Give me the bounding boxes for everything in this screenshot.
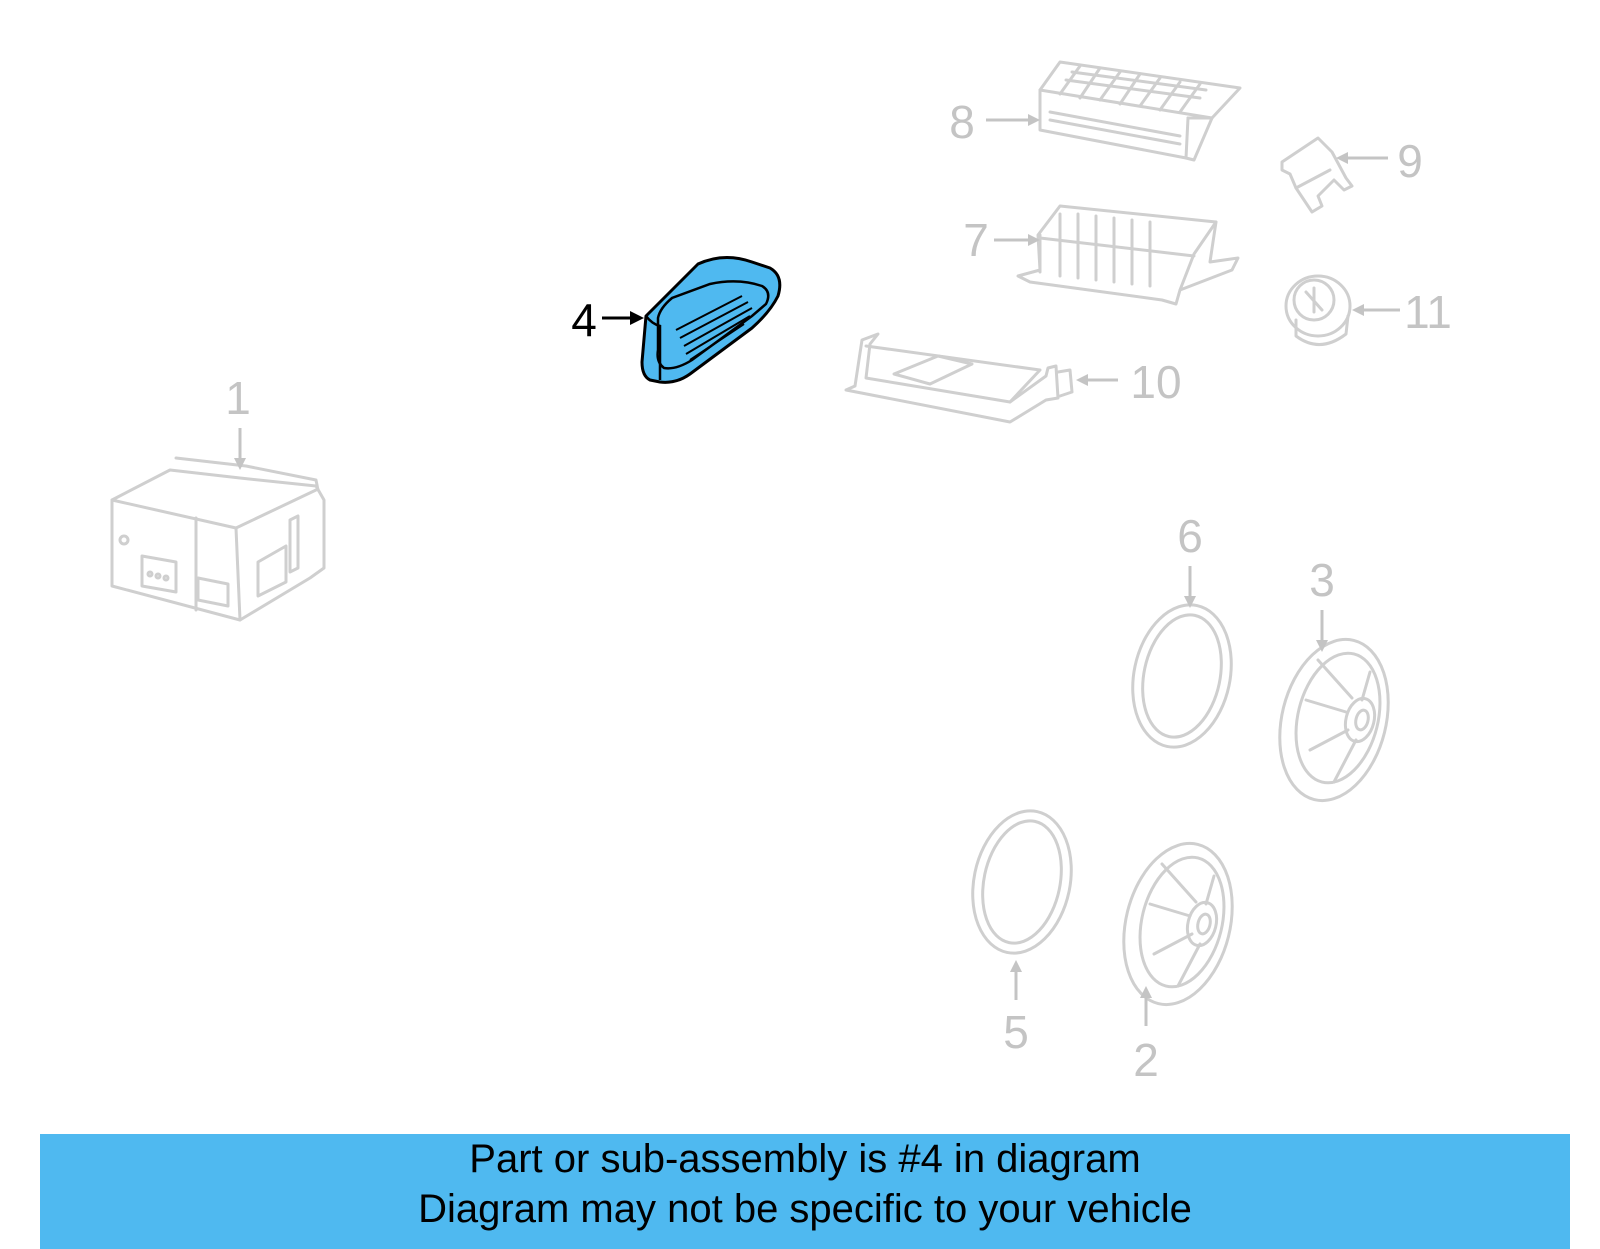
svg-text:6: 6: [1177, 510, 1203, 562]
part-7-amplifier[interactable]: [1016, 204, 1240, 306]
part-3-speaker[interactable]: [1264, 628, 1405, 812]
svg-text:10: 10: [1130, 356, 1181, 408]
part-4-speaker-grille[interactable]: [640, 256, 782, 384]
callout-2: 2: [1133, 986, 1159, 1086]
callout-9: 9: [1336, 135, 1423, 187]
svg-text:9: 9: [1397, 135, 1423, 187]
svg-text:1: 1: [225, 372, 251, 424]
svg-text:4: 4: [571, 294, 597, 346]
callout-5: 5: [1003, 960, 1029, 1058]
callout-7: 7: [963, 214, 1040, 266]
part-2-speaker[interactable]: [1108, 832, 1249, 1016]
callout-3: 3: [1309, 554, 1335, 652]
svg-text:11: 11: [1404, 286, 1452, 338]
svg-text:8: 8: [949, 96, 975, 148]
callout-4: 4: [571, 294, 644, 346]
part-1-receiver[interactable]: [110, 456, 326, 622]
part-9-bracket[interactable]: [1280, 136, 1354, 214]
svg-text:2: 2: [1133, 1034, 1159, 1086]
svg-text:5: 5: [1003, 1006, 1029, 1058]
part-6-speaker-ring[interactable]: [1120, 596, 1244, 757]
banner-line-1: Part or sub-assembly is #4 in diagram: [469, 1137, 1141, 1181]
svg-text:7: 7: [963, 214, 989, 266]
banner-line-2: Diagram may not be specific to your vehi…: [418, 1187, 1192, 1231]
callout-10: 10: [1076, 356, 1182, 408]
callout-6: 6: [1177, 510, 1203, 608]
part-11-motor[interactable]: [1284, 274, 1352, 346]
part-10-tray[interactable]: [844, 332, 1074, 424]
info-banner: Part or sub-assembly is #4 in diagram Di…: [40, 1134, 1570, 1249]
part-8-vent-grille[interactable]: [1038, 60, 1242, 162]
callout-1: 1: [225, 372, 251, 470]
callout-8: 8: [949, 96, 1040, 148]
svg-text:3: 3: [1309, 554, 1335, 606]
callout-11: 11: [1352, 286, 1452, 338]
part-5-speaker-ring[interactable]: [960, 802, 1084, 963]
